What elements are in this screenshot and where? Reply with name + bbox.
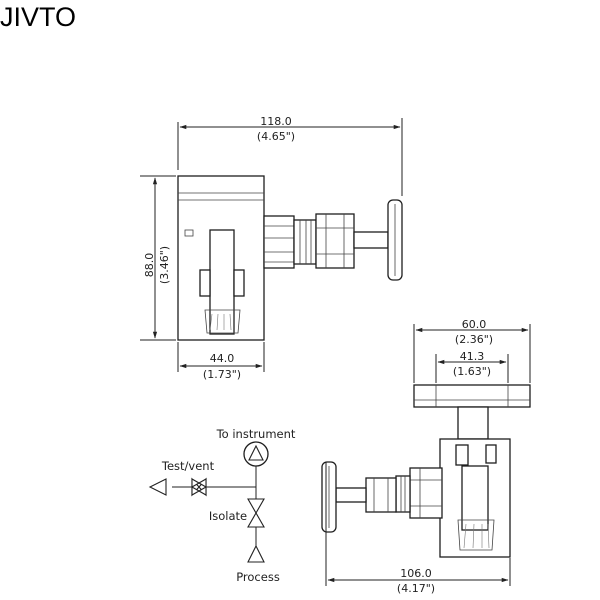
process-arrow-icon bbox=[247, 544, 265, 563]
process-label: Process bbox=[236, 570, 280, 584]
bolt-dim-inch: (1.63") bbox=[453, 365, 491, 378]
body-dim-mm: 44.0 bbox=[210, 352, 235, 365]
front-lug bbox=[455, 444, 469, 466]
to-instrument-label: To instrument bbox=[216, 427, 296, 441]
flange-dim-mm: 60.0 bbox=[462, 318, 487, 331]
left-lug bbox=[199, 269, 211, 297]
front-gland-nut bbox=[365, 477, 397, 513]
bolt-dim-mm: 41.3 bbox=[460, 350, 485, 363]
stem-thread bbox=[293, 219, 317, 265]
valve-schematic: To instrument Test/vent Isolate Process bbox=[148, 427, 296, 584]
right-lug bbox=[233, 269, 245, 297]
test-vent-label: Test/vent bbox=[161, 459, 215, 473]
isolate-valve-icon bbox=[247, 498, 265, 528]
width-dim-inch: (4.65") bbox=[257, 130, 295, 143]
view2-dimensions: 60.0 (2.36") 41.3 (1.63") 106.0 (4.17") bbox=[325, 318, 531, 595]
length-dim-mm: 106.0 bbox=[400, 567, 432, 580]
length-dim-inch: (4.17") bbox=[397, 582, 435, 595]
mounting-flange bbox=[413, 384, 531, 408]
flange-dim-inch: (2.36") bbox=[455, 333, 493, 346]
height-dim-mm: 88.0 bbox=[143, 253, 156, 278]
front-stem bbox=[335, 487, 367, 503]
flange-neck bbox=[457, 406, 489, 440]
brand-logo: JIVTO bbox=[0, 2, 77, 32]
valve-stem bbox=[353, 231, 389, 249]
height-dim-inch: (3.46") bbox=[158, 246, 171, 284]
width-dim-mm: 118.0 bbox=[260, 115, 292, 128]
isolate-label: Isolate bbox=[209, 509, 247, 523]
view1-dimensions: 118.0 (4.65") 88.0 (3.46") 44.0 (1.73") bbox=[140, 115, 403, 381]
vent-valve-icon bbox=[190, 478, 208, 496]
valve-side-view bbox=[177, 175, 403, 341]
gland-nut bbox=[315, 213, 355, 269]
vent-arrow-icon bbox=[148, 478, 167, 496]
valve-front-view bbox=[321, 384, 531, 558]
front-hex-nut bbox=[409, 467, 443, 519]
bonnet-hex bbox=[263, 215, 295, 269]
body-dim-inch: (1.73") bbox=[203, 368, 241, 381]
